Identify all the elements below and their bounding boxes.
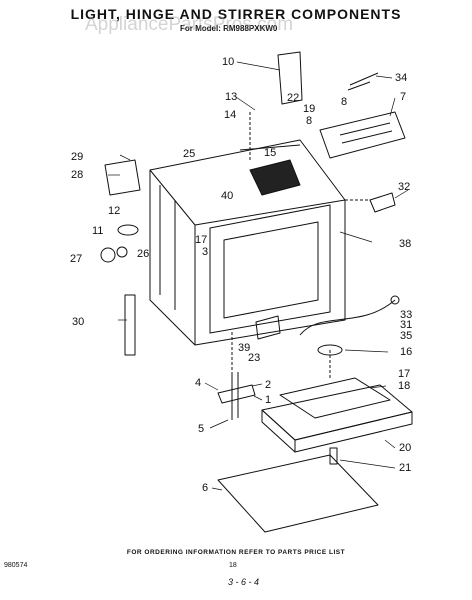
callout-18: 18	[398, 380, 410, 392]
callout-7: 7	[400, 91, 406, 103]
callout-29: 29	[71, 151, 83, 163]
callout-8-a: 8	[341, 96, 347, 108]
callout-39: 39	[238, 342, 250, 354]
callout-6: 6	[202, 482, 208, 494]
callout-27: 27	[70, 253, 82, 265]
callout-5: 5	[198, 423, 204, 435]
callout-4: 4	[195, 377, 201, 389]
callout-19: 19	[303, 103, 315, 115]
callout-21: 21	[399, 462, 411, 474]
callout-34: 34	[395, 72, 407, 84]
callout-17-b: 17	[398, 368, 410, 380]
callout-11: 11	[92, 225, 103, 237]
callout-labels: 10 34 13 22 7 14 19 8 8 29 25 15 28 32 4…	[70, 56, 412, 494]
callout-10: 10	[222, 56, 234, 68]
callout-30: 30	[72, 316, 84, 328]
part-18-bracket	[279, 377, 391, 419]
part-30-hinge	[124, 294, 136, 356]
callout-22: 22	[287, 92, 299, 104]
callout-12: 12	[108, 205, 120, 217]
part-32-connector	[369, 192, 396, 213]
part-33-cable	[299, 299, 396, 336]
callout-25: 25	[183, 148, 195, 160]
part-27-bulb	[100, 247, 116, 263]
part-34-probe	[347, 72, 379, 91]
part-10-bracket	[277, 51, 303, 105]
callout-17-a: 17	[195, 234, 207, 246]
callout-20: 20	[399, 442, 411, 454]
page-number: 18	[229, 562, 237, 569]
light-housing	[239, 144, 301, 196]
document-code: 980574	[4, 562, 28, 569]
callout-35: 35	[400, 330, 412, 342]
callout-15: 15	[264, 147, 276, 159]
part-28-bracket	[104, 159, 141, 196]
watermark: AppliancePartsPros.com	[85, 14, 294, 35]
callout-16: 16	[400, 346, 412, 358]
callout-13: 13	[225, 91, 237, 103]
page-title: LIGHT, HINGE AND STIRRER COMPONENTS	[70, 6, 402, 22]
callout-31: 31	[400, 319, 412, 331]
ordering-note: FOR ORDERING INFORMATION REFER TO PARTS …	[126, 549, 346, 556]
handwritten-date: 3 - 6 - 4	[228, 577, 260, 587]
callout-32: 32	[398, 181, 410, 193]
callout-3: 3	[202, 246, 208, 258]
callout-14: 14	[224, 109, 236, 121]
part-26-socket	[116, 246, 128, 258]
part-7-panel	[319, 111, 406, 159]
part-23-plate	[255, 315, 281, 340]
part-12-reflector	[117, 224, 139, 236]
oven-cavity-frame	[149, 139, 346, 346]
callout-23: 23	[248, 352, 260, 364]
callout-38: 38	[399, 238, 411, 250]
callout-8-b: 8	[306, 115, 312, 127]
callout-28: 28	[71, 169, 83, 181]
part-21-foot	[329, 447, 338, 465]
part-6-bottom-plate	[217, 454, 379, 533]
callout-26: 26	[137, 248, 149, 260]
callout-2: 2	[265, 379, 271, 391]
callout-1: 1	[265, 394, 271, 406]
part-1-clip	[217, 384, 256, 404]
callout-33: 33	[400, 309, 412, 321]
callout-40: 40	[221, 190, 233, 202]
model-number: For Model: RM988PXKW0	[180, 24, 278, 33]
